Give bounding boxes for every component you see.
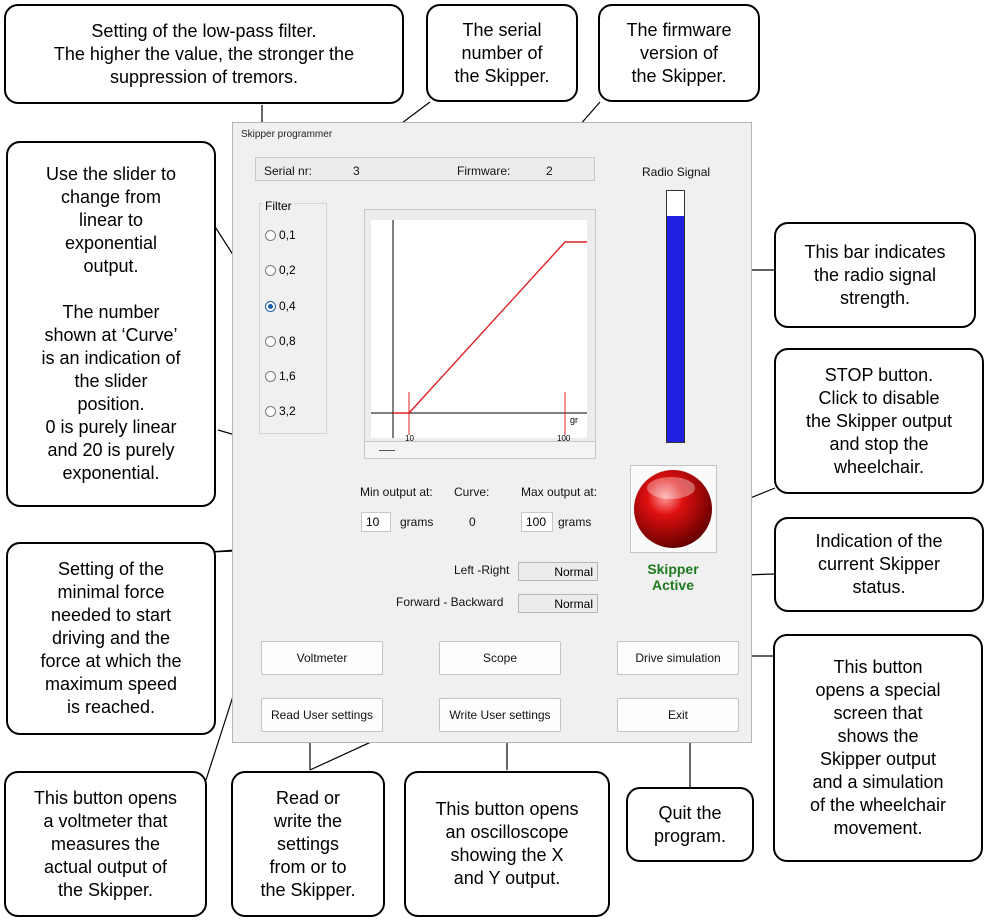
drive-simulation-button[interactable]: Drive simulation: [617, 641, 739, 675]
filter-option[interactable]: 3,2: [265, 404, 296, 418]
max-output-label: Max output at:: [521, 485, 598, 499]
max-grams-label: grams: [558, 515, 592, 529]
callout-filter: Setting of the low-pass filter. The high…: [4, 4, 404, 104]
firmware-value: 2: [546, 164, 553, 178]
filter-radio[interactable]: [265, 300, 276, 312]
filter-option[interactable]: 0,8: [265, 334, 296, 348]
output-curve-chart: 10 100 gr: [364, 209, 596, 445]
left-right-value: Normal: [518, 562, 598, 581]
serial-firmware-panel: [255, 157, 595, 181]
callout-slider: Use the slider to change from linear to …: [6, 141, 216, 507]
status-line-2: Active: [651, 577, 695, 593]
filter-radio[interactable]: [265, 335, 276, 347]
firmware-label: Firmware:: [457, 164, 511, 178]
skipper-programmer-window: Skipper programmer Serial nr: 3 Firmware…: [232, 122, 752, 743]
callout-stop: STOP button. Click to disable the Skippe…: [774, 348, 984, 494]
exit-button[interactable]: Exit: [617, 698, 739, 732]
filter-radio[interactable]: [265, 405, 276, 417]
curve-slider-thumb[interactable]: [379, 450, 395, 451]
callout-drive-simulation: This button opens a special screen that …: [773, 634, 983, 862]
filter-radio[interactable]: [265, 229, 276, 241]
min-output-label: Min output at:: [360, 485, 433, 499]
callout-read-write: Read or write the settings from or to th…: [231, 771, 385, 917]
status-indicator: Skipper Active: [633, 561, 713, 593]
x-min-label: 10: [405, 434, 414, 443]
callout-status: Indication of the current Skipper status…: [774, 517, 984, 612]
forward-backward-label: Forward - Backward: [396, 595, 504, 609]
filter-option-label: 0,4: [279, 299, 296, 313]
read-user-settings-button[interactable]: Read User settings: [261, 698, 383, 732]
voltmeter-button[interactable]: Voltmeter: [261, 641, 383, 675]
output-curve-line: [393, 241, 587, 414]
callout-serial: The serial number of the Skipper.: [426, 4, 578, 102]
callout-scope: This button opens an oscilloscope showin…: [404, 771, 610, 917]
filter-option-label: 3,2: [279, 404, 296, 418]
scope-button[interactable]: Scope: [439, 641, 561, 675]
radio-signal-bar-empty: [667, 191, 684, 217]
filter-option-label: 0,1: [279, 228, 296, 242]
forward-backward-value: Normal: [518, 594, 598, 613]
filter-option-label: 0,2: [279, 263, 296, 277]
callout-min-force: Setting of the minimal force needed to s…: [6, 542, 216, 735]
filter-radio[interactable]: [265, 264, 276, 276]
unit-label: gr: [570, 415, 578, 425]
curve-value: 0: [469, 515, 476, 529]
callout-radio-bar: This bar indicates the radio signal stre…: [774, 222, 976, 328]
curve-label: Curve:: [454, 485, 490, 499]
x-max-label: 100: [557, 434, 571, 443]
write-user-settings-button[interactable]: Write User settings: [439, 698, 561, 732]
window-title: Skipper programmer: [241, 129, 333, 140]
filter-option[interactable]: 1,6: [265, 369, 296, 383]
filter-radio[interactable]: [265, 370, 276, 382]
stop-ball-icon: [634, 470, 712, 548]
radio-signal-bar: [666, 190, 685, 443]
filter-option[interactable]: 0,1: [265, 228, 296, 242]
max-output-field[interactable]: 100: [521, 512, 553, 532]
filter-option[interactable]: 0,2: [265, 263, 296, 277]
callout-firmware: The firmware version of the Skipper.: [598, 4, 760, 102]
stop-button[interactable]: [630, 465, 717, 553]
output-curve-svg: 10 100 gr: [371, 220, 587, 443]
filter-option-label: 0,8: [279, 334, 296, 348]
left-right-label: Left -Right: [454, 563, 510, 577]
filter-option-label: 1,6: [279, 369, 296, 383]
filter-option[interactable]: 0,4: [265, 299, 296, 313]
status-line-1: Skipper: [647, 561, 699, 577]
filter-title: Filter: [263, 199, 294, 213]
curve-slider[interactable]: [364, 441, 596, 459]
radio-signal-label: Radio Signal: [642, 165, 711, 179]
min-output-field[interactable]: 10: [361, 512, 391, 532]
serial-value: 3: [353, 164, 360, 178]
min-grams-label: grams: [400, 515, 434, 529]
callout-exit: Quit the program.: [626, 787, 754, 862]
callout-voltmeter: This button opens a voltmeter that measu…: [4, 771, 207, 917]
serial-label: Serial nr:: [264, 164, 313, 178]
